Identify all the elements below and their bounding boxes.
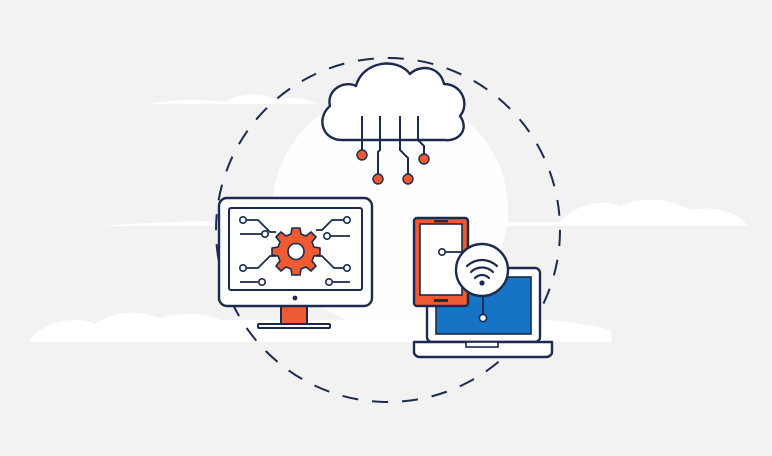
dashed-orbit: [215, 57, 561, 403]
cloud-icon: [321, 62, 466, 185]
wifi-icon: [454, 242, 510, 323]
gear-icon: [271, 227, 321, 276]
